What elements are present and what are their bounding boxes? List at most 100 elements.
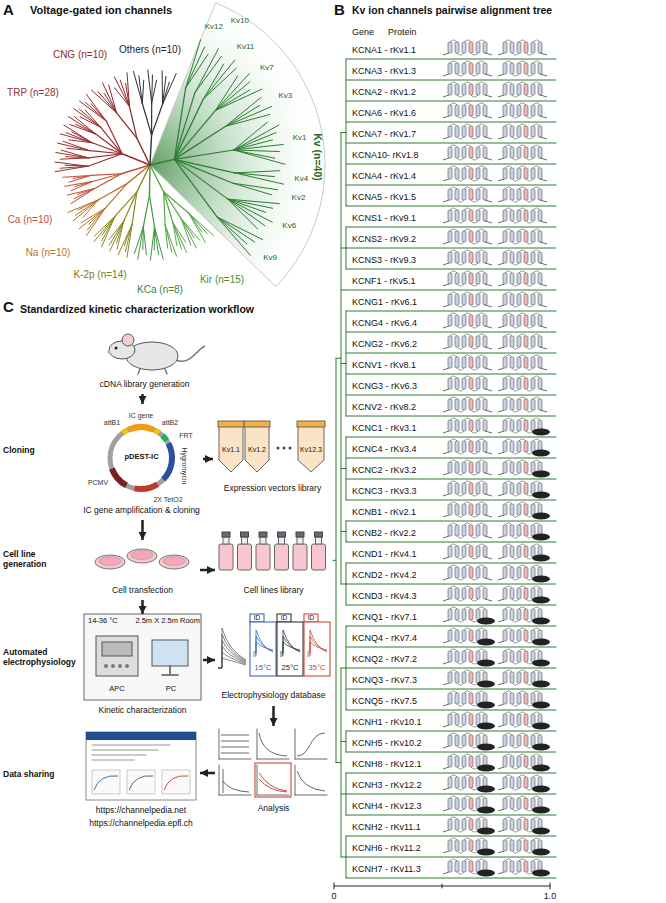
transmembrane-segment xyxy=(517,42,521,53)
loop-line xyxy=(533,439,540,441)
petri-dish xyxy=(127,549,157,563)
terminus-line xyxy=(498,536,504,538)
transmembrane-segment xyxy=(531,756,535,767)
transmembrane-segment xyxy=(517,504,521,515)
petri-medium xyxy=(99,557,121,566)
transmembrane-segment xyxy=(476,567,480,578)
loop-line xyxy=(533,754,540,756)
mouse-nose xyxy=(107,350,110,353)
loop-line xyxy=(457,578,464,580)
transmembrane-segment xyxy=(510,315,514,326)
transmembrane-segment xyxy=(531,819,535,830)
transmembrane-segment xyxy=(531,252,535,263)
c-terminal-domain xyxy=(477,870,495,877)
transmembrane-segment xyxy=(517,420,521,431)
transmembrane-segment xyxy=(517,861,521,872)
loop-line xyxy=(526,704,533,706)
transmembrane-segment xyxy=(531,504,535,515)
terminus-line xyxy=(443,536,449,538)
transmembrane-segment xyxy=(476,441,480,452)
loop-line xyxy=(471,704,478,706)
website-curve xyxy=(164,776,188,790)
loop-line xyxy=(464,124,471,126)
flask-cap xyxy=(222,532,230,537)
terminus-line xyxy=(498,284,504,286)
tree-branch xyxy=(124,192,137,221)
loop-line xyxy=(526,326,533,328)
loop-line xyxy=(512,200,519,202)
c-terminal-domain xyxy=(477,744,495,751)
vector-library-step: Kv1.1Kv1.2Kv12.3Expression vectors libra… xyxy=(213,418,332,500)
loop-line xyxy=(478,754,485,756)
tube-cap xyxy=(297,421,325,427)
transmembrane-segment xyxy=(510,672,514,683)
loop-line xyxy=(450,82,457,84)
loop-line xyxy=(457,305,464,307)
transmembrane-segment xyxy=(476,294,480,305)
recording-room-step: 14-36 °C2.5m X 2.5m RoomAPCPCKinetic cha… xyxy=(82,614,203,722)
loop-line xyxy=(526,431,533,433)
tree-branch xyxy=(341,531,346,532)
monitor-stand xyxy=(169,666,171,674)
transmembrane-segment xyxy=(524,126,528,137)
terminus-line xyxy=(485,494,492,496)
tree-branch xyxy=(341,794,346,795)
step-text: PC xyxy=(154,685,188,694)
loop-line xyxy=(471,347,478,349)
transmembrane-segment xyxy=(517,84,521,95)
transmembrane-segment xyxy=(503,210,507,221)
loop-line xyxy=(464,670,471,672)
tree-branch xyxy=(346,857,556,858)
transmembrane-segment xyxy=(503,441,507,452)
transmembrane-segment xyxy=(469,462,473,473)
tree-branch xyxy=(115,192,137,216)
loop-line xyxy=(505,187,512,189)
loop-line xyxy=(526,95,533,97)
loop-line xyxy=(512,347,519,349)
transmembrane-segment xyxy=(538,210,542,221)
loop-line xyxy=(478,187,485,189)
loop-line xyxy=(471,578,478,580)
loop-line xyxy=(526,158,533,160)
c-terminal-domain xyxy=(532,450,550,457)
c-terminal-domain xyxy=(477,786,495,793)
loop-line xyxy=(512,452,519,454)
tree-leaf xyxy=(173,223,187,253)
recording-room xyxy=(84,614,201,700)
transmembrane-segment xyxy=(517,189,521,200)
loop-line xyxy=(512,809,519,811)
loop-line xyxy=(533,166,540,168)
transmembrane-segment xyxy=(448,357,452,368)
tree-leaf xyxy=(226,114,270,126)
tree-leaf xyxy=(134,227,143,254)
terminus-line xyxy=(485,431,492,433)
transmembrane-segment xyxy=(517,273,521,284)
terminus-line xyxy=(443,74,449,76)
loop-line xyxy=(533,271,540,273)
terminus-line xyxy=(485,284,492,286)
transmembrane-segment xyxy=(448,42,452,53)
loop-line xyxy=(505,817,512,819)
transmembrane-segment xyxy=(531,798,535,809)
loop-line xyxy=(505,145,512,147)
transmembrane-segment xyxy=(455,315,459,326)
transmembrane-segment xyxy=(469,483,473,494)
loop-line xyxy=(512,830,519,832)
transmembrane-segment xyxy=(462,189,466,200)
loop-line xyxy=(533,187,540,189)
loop-line xyxy=(450,208,457,210)
figure-label: Kv1 xyxy=(293,134,307,143)
loop-line xyxy=(464,355,471,357)
figure-label: FRT xyxy=(179,432,192,440)
transmembrane-segment xyxy=(524,483,528,494)
terminus-line xyxy=(540,137,547,139)
tree-branch xyxy=(346,563,556,564)
plot-axis xyxy=(295,759,327,760)
c-terminal-domain xyxy=(532,849,550,856)
transmembrane-segment xyxy=(517,546,521,557)
step-text: Electrophysiology database xyxy=(215,691,332,701)
loop-line xyxy=(512,53,519,55)
loop-line xyxy=(526,872,533,874)
transmembrane-segment xyxy=(483,231,487,242)
terminus-line xyxy=(485,179,492,181)
